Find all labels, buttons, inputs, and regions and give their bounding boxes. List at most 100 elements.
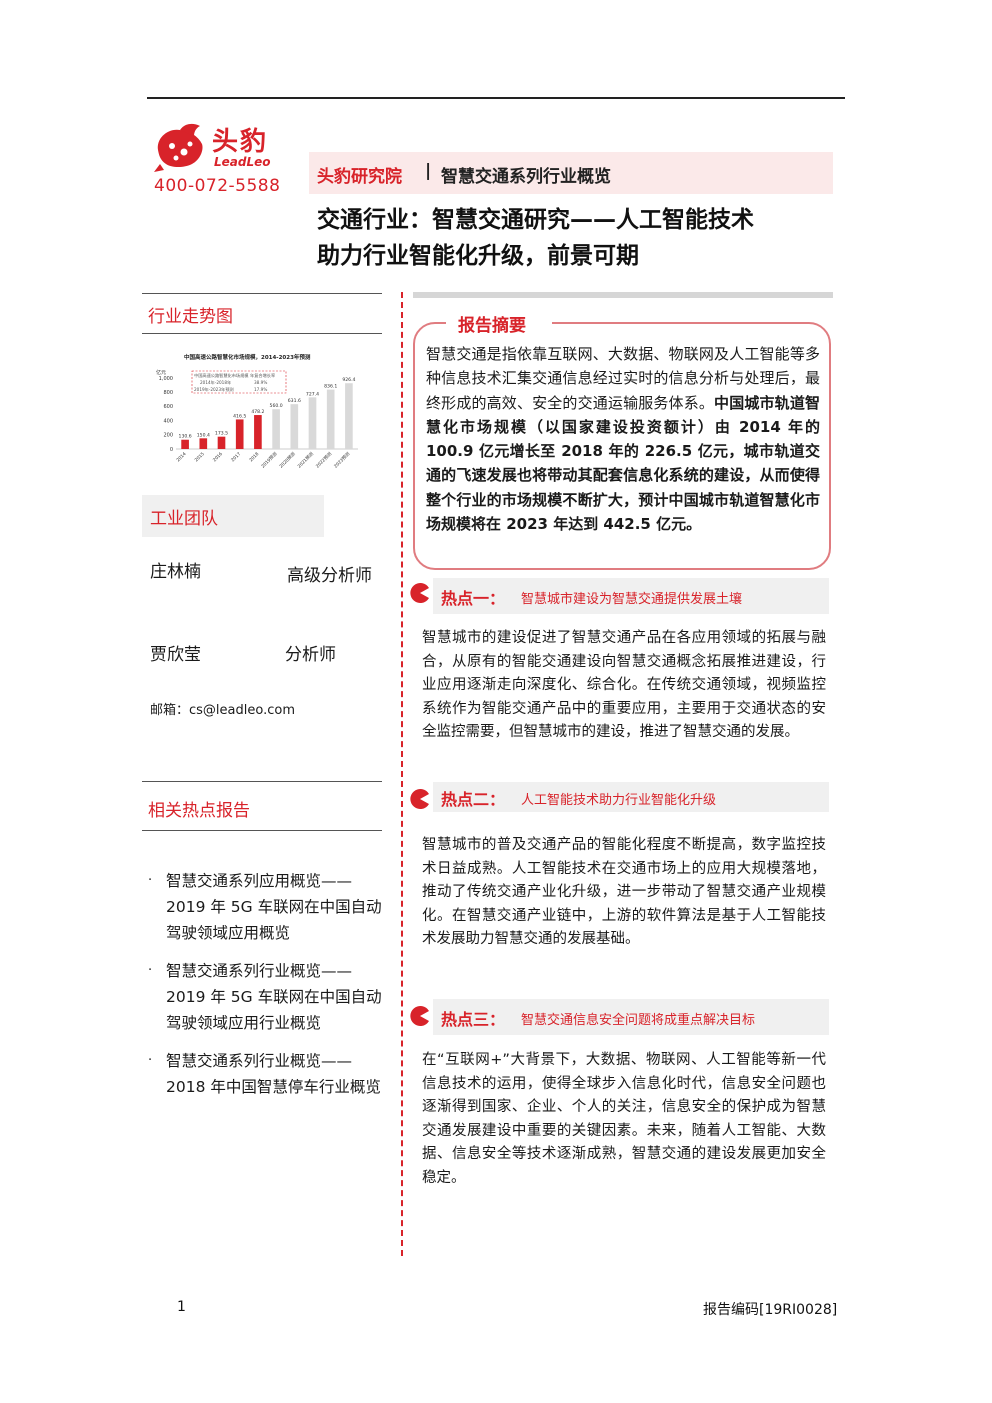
hotspot-2-header: 热点二： 人工智能技术助力行业智能化升级 [433,782,829,812]
chart-y-tick-label: 1,000 [159,376,173,382]
page-number: 1 [177,1299,186,1315]
chart-bar [217,436,226,449]
title-line-2: 助力行业智能化升级，前景可期 [317,243,639,269]
bullet: · [148,1053,153,1068]
analyst-name-2: 贾欣莹 [150,645,201,665]
hotspot-2-caption: 人工智能技术助力行业智能化升级 [521,793,717,808]
abstract-bold-text: 中国城市轨道智慧化市场规模（以国家建设投资额计）由 2014 年的 100.9 … [426,393,820,534]
chart-y-tick-label: 400 [163,418,173,424]
related-report-title: 智慧交通系列应用概览——2019 年 5G 车联网在中国自动驾驶领域应用概览 [166,872,382,942]
chart-bar [254,415,262,449]
related-report-title: 智慧交通系列行业概览——2018 年中国智慧停车行业概览 [166,1052,381,1096]
hotspot-1-caption: 智慧城市建设为智慧交通提供发展土壤 [521,592,743,607]
chart-x-tick-label: 2019预测 [259,450,278,468]
chart-bar [290,404,299,449]
chart-bar [181,439,189,449]
chart-y-unit: 亿元 [156,369,166,376]
phone-number: 400-072-5588 [154,176,281,196]
bullet: · [148,873,153,888]
series-name: 智慧交通系列行业概览 [441,167,611,187]
chart-data-label: 926.4 [342,377,355,383]
trend-rule-bottom [142,333,382,334]
trend-rule-top [142,293,382,294]
related-report-title: 智慧交通系列行业概览——2019 年 5G 车联网在中国自动驾驶领域应用行业概览 [166,962,382,1032]
chart-bar [326,389,335,449]
hotspot-2-body: 智慧城市的普及交通产品的智能化程度不断提高，数字监控技术日益成熟。人工智能技术在… [422,837,826,947]
pacman-marker-icon [410,583,429,603]
chart-x-tick-label: 2020预测 [278,450,297,468]
chart-y-tick-label: 800 [163,390,173,396]
related-section-title: 相关热点报告 [148,801,250,821]
chart-y-tick-label: 0 [170,447,173,453]
trend-chart: 中国高速公路智慧化市场规模，2014-2023年预测 亿元 中国高速公路智慧化市… [156,353,358,468]
hotspot-1-body: 智慧城市的建设促进了智慧交通产品在各应用领域的拓展与融合，从原有的智能交通建设向… [422,630,826,740]
chart-y-tick-label: 200 [163,433,173,439]
chart-data-label: 130.6 [179,434,192,440]
report-code: 报告编码[19RI0028] [703,1302,838,1318]
chart-bar [272,409,280,449]
pacman-marker-icon [410,1006,429,1026]
contact-email[interactable]: 邮箱：cs@leadleo.com [150,703,295,718]
page-title: 交通行业：智慧交通研究——人工智能技术 助力行业智能化升级，前景可期 [317,202,837,274]
bullet: · [148,963,153,978]
chart-data-label: 560.0 [270,403,283,409]
chart-data-label: 727.4 [306,391,319,397]
related-report-1[interactable]: · 智慧交通系列应用概览——2019 年 5G 车联网在中国自动驾驶领域应用概览 [148,868,388,948]
chart-legend-series: 中国高速公路智慧化市场规模 [194,372,249,379]
chart-y-tick-label: 600 [163,404,173,410]
chart-x-tick-label: 2018 [248,451,260,463]
top-rule [147,97,845,99]
hotspot-3-header: 热点三： 智慧交通信息安全问题将成重点解决目标 [433,999,829,1035]
institute-name: 头豹研究院 [317,167,402,187]
analyst-name-1: 庄林楠 [150,562,201,582]
abstract-top-band [413,292,833,298]
logo-wordmark-en: LeadLeo [214,155,271,169]
related-report-3[interactable]: · 智慧交通系列行业概览——2018 年中国智慧停车行业概览 [148,1048,388,1128]
chart-x-tick-label: 2021预测 [296,450,315,468]
chart-legend-period-1: 2014年-2018年 [200,379,231,386]
abstract-box [413,322,831,570]
trend-section-title: 行业走势图 [148,307,233,327]
column-divider [401,292,403,1256]
team-section-title: 工业团队 [150,509,218,529]
related-rule-bottom [142,830,382,831]
leopard-logo-icon [154,123,203,172]
related-report-2[interactable]: · 智慧交通系列行业概览——2019 年 5G 车联网在中国自动驾驶领域应用行业… [148,958,388,1038]
title-line-1: 交通行业：智慧交通研究——人工智能技术 [317,207,754,233]
chart-data-label: 478.2 [251,409,264,415]
banner-separator: | [425,161,432,181]
chart-x-tick-label: 2015 [194,451,206,463]
chart-data-label: 631.6 [288,398,301,404]
chart-x-tick-label: 2017 [230,451,242,463]
hotspot-1-label: 热点一： [441,589,506,608]
chart-bar [235,419,244,449]
hotspot-2-label: 热点二： [441,790,506,809]
chart-x-tick-label: 2016 [212,451,224,463]
chart-x-tick-label: 2014 [175,451,187,463]
hotspot-3-body: 在“互联网+”大背景下，大数据、物联网、人工智能等新一代信息技术的运用，使得全球… [422,1052,826,1186]
hotspot-3-label: 热点三： [441,1010,506,1029]
chart-title: 中国高速公路智慧化市场规模，2014-2023年预测 [184,353,311,361]
analyst-role-2: 分析师 [285,645,336,665]
chart-bar [308,397,317,449]
chart-bar [345,383,353,449]
chart-legend-rate-2: 17.9% [254,387,267,392]
hotspot-3-caption: 智慧交通信息安全问题将成重点解决目标 [521,1013,756,1028]
abstract-tag-label: 报告摘要 [458,316,526,336]
chart-data-label: 173.5 [215,431,228,437]
chart-legend-rate-1: 38.9% [254,380,267,385]
chart-data-label: 836.1 [324,384,337,390]
chart-bar [199,438,208,449]
abstract-tag: 报告摘要 [446,310,552,336]
pacman-marker-icon [410,789,429,809]
chart-legend-period-2: 2019年-2023年预测 [194,386,234,393]
team-section-header: 工业团队 [142,495,324,537]
chart-legend-box [191,370,287,394]
chart-x-tick-label: 2022预测 [314,450,333,468]
analyst-role-1: 高级分析师 [287,566,372,586]
logo-wordmark-cn: 头豹 [212,127,269,157]
chart-data-label: 150.4 [197,432,210,438]
abstract-text: 智慧交通是指依靠互联网、大数据、物联网及人工智能等多种信息技术汇集交通信息经过实… [426,342,820,536]
abstract-normal-text: 智慧交通是指依靠互联网、大数据、物联网及人工智能等多种信息技术汇集交通信息经过实… [426,345,820,412]
chart-legend-cagr: 年复合增长率 [250,372,275,379]
